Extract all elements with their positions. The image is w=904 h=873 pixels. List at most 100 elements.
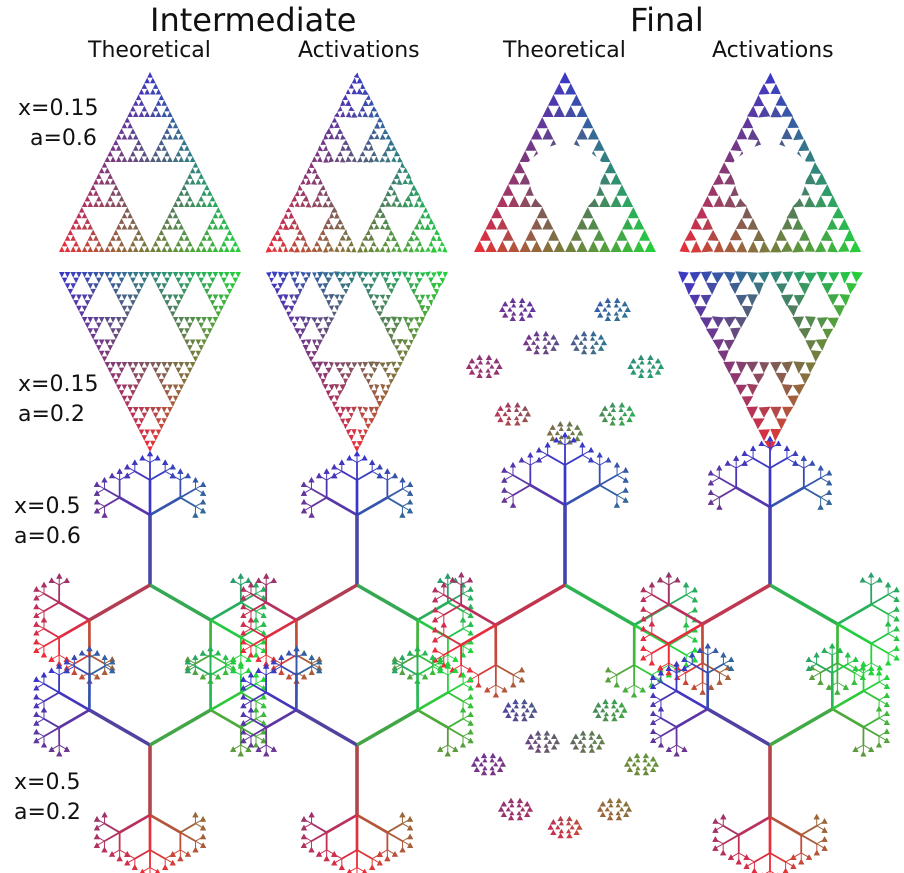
fractal-cell: [178, 134, 184, 140]
fractal-cell: [334, 271, 341, 278]
fractal-cell: [391, 179, 397, 184]
fractal-cell: [292, 323, 297, 328]
fractal-cell: [144, 246, 150, 252]
fractal-cell: [633, 241, 644, 252]
fractal-cell: [416, 322, 422, 328]
fractal-cell: [109, 659, 115, 664]
fractal-cell: [348, 150, 354, 156]
fractal-cell: [306, 339, 312, 345]
fractal-cell: [566, 816, 572, 821]
fractal-cell: [345, 283, 351, 289]
fractal-cell: [213, 306, 219, 312]
fractal-cell: [806, 854, 812, 859]
fractal-cell: [386, 362, 392, 367]
fractal-cell: [805, 316, 816, 327]
fractal-cell: [509, 803, 514, 807]
fractal-cell: [122, 201, 128, 207]
fractal-cell: [574, 424, 580, 429]
fractal-cell: [68, 289, 74, 295]
fractal-cell: [70, 246, 76, 252]
fractal-cell: [623, 801, 629, 806]
fractal-cell: [213, 317, 219, 323]
fractal-cell: [240, 720, 246, 725]
fractal-cell: [639, 368, 644, 372]
fractal-cell: [411, 289, 417, 295]
fractal-cell: [124, 207, 130, 213]
fractal-cell: [391, 272, 397, 278]
fractal-cell: [93, 235, 99, 241]
fractal-cell: [397, 202, 403, 207]
fractal-cell: [753, 95, 764, 106]
fractal-branch: [180, 832, 195, 841]
fractal-cell: [374, 272, 380, 278]
fractal-cell: [210, 241, 216, 247]
fractal-cell: [712, 827, 718, 832]
fractal-cell: [391, 328, 397, 334]
fractal-branch: [871, 644, 888, 654]
fractal-cell: [600, 812, 606, 817]
fractal-cell: [476, 682, 482, 687]
fractal-cell: [164, 106, 170, 112]
fractal-cell: [173, 246, 179, 252]
fractal-cell: [153, 368, 159, 374]
fractal-cell: [497, 756, 503, 761]
fractal-cell: [750, 446, 756, 451]
fractal-cell: [326, 151, 332, 157]
fractal-cell: [770, 271, 782, 283]
fractal-branch: [180, 498, 195, 507]
fractal-cell: [577, 430, 583, 435]
fractal-cell: [792, 460, 798, 465]
fractal-cell: [737, 128, 748, 140]
fractal-cell: [133, 246, 139, 252]
fractal-cell: [468, 711, 474, 716]
fractal-cell: [599, 196, 610, 207]
fractal-cell: [64, 746, 70, 751]
fractal-cell: [407, 825, 413, 830]
fractal-cell: [551, 744, 557, 749]
fractal-cell: [221, 218, 227, 224]
fractal-cell: [139, 111, 145, 117]
fractal-cell: [200, 816, 206, 821]
fractal-cell: [650, 693, 656, 698]
fractal-cell: [127, 306, 133, 312]
fractal-cell: [374, 212, 380, 218]
fractal-cell: [156, 407, 162, 413]
fractal-cell: [85, 218, 91, 224]
fractal-cell: [271, 284, 277, 289]
fractal-cell: [201, 340, 207, 346]
fractal-cell: [407, 842, 413, 847]
fractal-cell: [815, 173, 827, 185]
fractal-cell: [712, 272, 725, 283]
fractal-cell: [530, 307, 536, 312]
fractal-cell: [643, 753, 649, 758]
fractal-cell: [93, 201, 99, 207]
fractal-cell: [161, 224, 167, 230]
fractal-cell: [285, 208, 291, 213]
fractal-branch: [600, 485, 617, 495]
fractal-cell: [614, 303, 619, 307]
fractal-cell: [156, 246, 162, 252]
fractal-cell: [238, 751, 244, 756]
fractal-cell: [497, 218, 508, 229]
fractal-cell: [514, 420, 520, 425]
fractal-branch: [448, 684, 463, 693]
fractal-branch: [702, 585, 770, 624]
fractal-cell: [41, 742, 47, 747]
fractal-cell: [770, 106, 782, 117]
fractal-cell: [724, 340, 735, 351]
fractal-cell: [312, 168, 317, 174]
fractal-cell: [826, 470, 832, 475]
panel-r4-final-theoretical: [471, 699, 659, 839]
fractal-cell: [230, 283, 236, 289]
fractal-cell: [417, 218, 422, 224]
fractal-branch: [461, 625, 496, 645]
fractal-cell: [94, 650, 100, 655]
fractal-cell: [554, 739, 560, 744]
fractal-cell: [311, 179, 317, 185]
fractal-cell: [340, 100, 346, 107]
fractal-cell: [64, 578, 70, 583]
fractal-cell: [41, 672, 47, 677]
fractal-cell: [351, 247, 356, 253]
fractal-cell: [178, 145, 184, 151]
fractal-cell: [573, 830, 579, 835]
